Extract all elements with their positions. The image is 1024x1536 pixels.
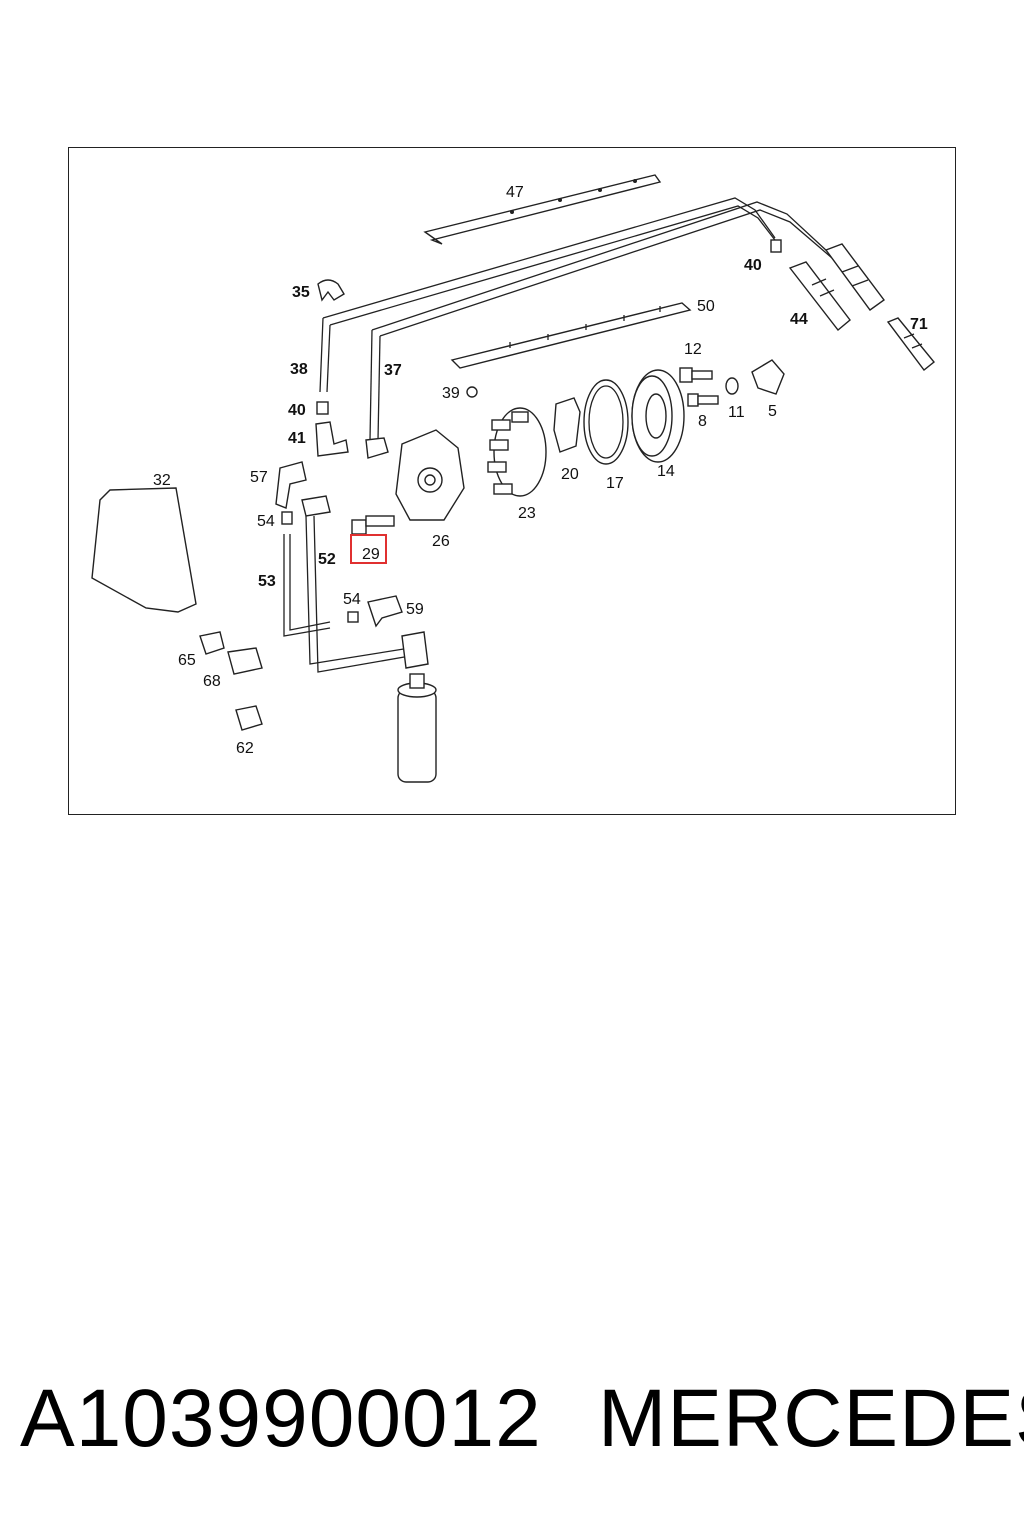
boot-52: [301, 495, 331, 517]
plug-connector-44: [788, 261, 851, 332]
connector-40-top: [770, 239, 782, 253]
callout-52: 52: [318, 551, 336, 568]
callout-44: 44: [790, 311, 808, 328]
callout-54-bottom: 54: [343, 591, 361, 608]
callout-50: 50: [697, 298, 715, 315]
callout-57: 57: [250, 469, 268, 486]
distributor-26: [395, 429, 465, 521]
nut-39: [466, 386, 478, 398]
diagram-frame: [68, 147, 956, 815]
distributor-cap-23: [487, 407, 547, 497]
rotor-14: [631, 369, 685, 463]
ignition-coil: [397, 631, 437, 783]
callout-14: 14: [657, 463, 675, 480]
part-number: A1039900012: [20, 1373, 542, 1464]
callout-53: 53: [258, 573, 276, 590]
callout-40-top: 40: [744, 257, 762, 274]
clip-68: [227, 647, 263, 675]
bracket-5: [751, 359, 785, 395]
callout-38: 38: [290, 361, 308, 378]
coil-wires: [283, 515, 411, 673]
callout-47: 47: [506, 184, 524, 201]
callout-17: 17: [606, 475, 624, 492]
rotor-arm-20: [553, 397, 581, 453]
brand-name: MERCEDES: [598, 1373, 1024, 1464]
boot-41: [315, 421, 349, 457]
callout-5: 5: [768, 403, 777, 420]
spark-plug-71: [886, 317, 935, 371]
callout-12: 12: [684, 341, 702, 358]
callout-11: 11: [728, 404, 745, 421]
clip-35: [317, 279, 345, 302]
washer-11: [725, 377, 739, 395]
callout-54-top: 54: [257, 513, 275, 530]
callout-26: 26: [432, 533, 450, 550]
callout-32: 32: [153, 472, 171, 489]
callout-23: 23: [518, 505, 536, 522]
bolt-29: [351, 515, 395, 535]
callout-35: 35: [292, 284, 310, 301]
mounting-strip-47: [423, 174, 662, 245]
highlight-box: [350, 534, 387, 564]
boot-57: [275, 461, 307, 509]
bolt-8: [687, 393, 719, 407]
bolt-12: [679, 367, 713, 383]
callout-59: 59: [406, 601, 424, 618]
callout-39: 39: [442, 385, 460, 402]
plug-connector-right: [824, 243, 885, 311]
callout-20: 20: [561, 466, 579, 483]
boot-59: [367, 595, 403, 628]
boot-37: [365, 437, 389, 459]
callout-71: 71: [910, 316, 928, 333]
callout-41: 41: [288, 430, 306, 447]
clip-62: [235, 705, 263, 731]
ignition-wires: [319, 197, 833, 441]
clip-65: [199, 631, 225, 655]
mounting-strip-50: [450, 302, 692, 369]
callout-29-highlighted: 29: [362, 546, 380, 563]
callout-8: 8: [698, 413, 707, 430]
callout-62: 62: [236, 740, 254, 757]
connector-54-bottom: [347, 611, 359, 623]
connector-40-left: [316, 401, 329, 415]
connector-54-top: [281, 511, 293, 525]
callout-37: 37: [384, 362, 402, 379]
callout-68: 68: [203, 673, 221, 690]
callout-65: 65: [178, 652, 196, 669]
cover-32: [91, 487, 197, 613]
callout-labels: 47 40 44 71 50 35 38 37 39 40 41 12 8 11…: [153, 184, 928, 757]
callout-40-left: 40: [288, 402, 306, 419]
gasket-17: [583, 379, 629, 465]
